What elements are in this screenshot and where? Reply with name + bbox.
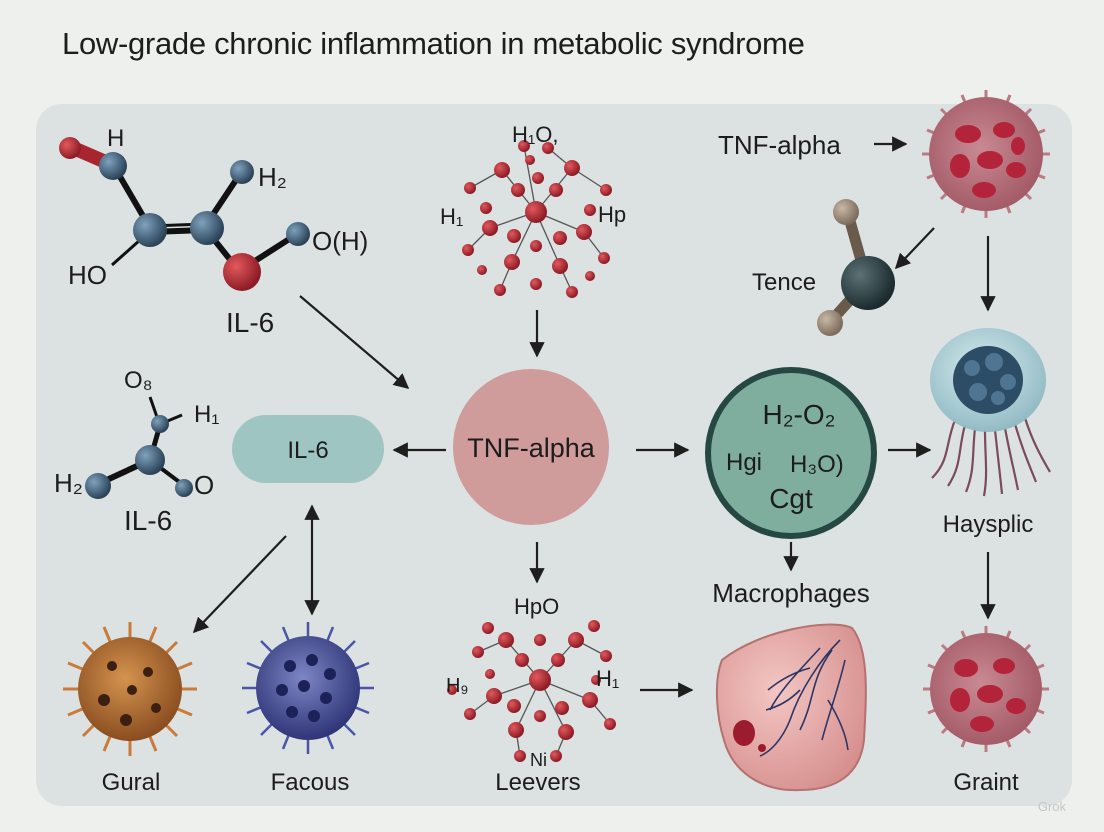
label-h1: H₁: [194, 401, 219, 428]
il6-node: [232, 415, 384, 483]
label-ni: Ni: [530, 750, 547, 770]
page-title: Low-grade chronic inflammation in metabo…: [62, 26, 805, 61]
arrow-il6-to-gural: [192, 535, 287, 634]
haysplic-cell: [930, 328, 1051, 497]
tence-molecule: [817, 199, 895, 336]
molecular-cluster-top: H₁O, H₁ Hp: [440, 122, 626, 298]
il6-molecule-mid: O₈ H₁ H₂ O IL-6: [54, 367, 219, 536]
haysplic-label: Haysplic: [943, 511, 1034, 538]
label-hp: Hp: [598, 202, 626, 227]
label-h2: H₂: [258, 162, 287, 192]
macrophages-tissue: [715, 623, 867, 792]
watermark: Grok: [1037, 799, 1066, 814]
tnf-alpha-top-label: TNF-alpha: [718, 130, 841, 160]
label-h2-mid: H₂: [54, 468, 83, 498]
label-h: H: [107, 125, 124, 152]
facous-label: Facous: [271, 769, 350, 796]
arrow-to-tence: [894, 227, 935, 270]
oxidative-line2b: H₃O): [790, 451, 844, 478]
oxidative-line3: Cgt: [769, 483, 813, 514]
gural-cell: [63, 622, 197, 756]
macrophages-label: Macrophages: [712, 578, 870, 608]
label-o8: O₈: [124, 367, 153, 394]
tnf-alpha-node: [453, 369, 609, 525]
arrows: [192, 136, 996, 698]
label-o: O: [194, 470, 214, 500]
il6-node-label: IL-6: [287, 437, 328, 464]
oxidative-line2a: Hgi: [726, 449, 762, 476]
graint-label: Graint: [953, 769, 1019, 796]
label-hpo: HpO: [514, 594, 559, 619]
molecule-name-mid: IL-6: [124, 505, 172, 536]
label-h1-bottom: H₁: [596, 666, 619, 691]
arrow-il6-to-tnf: [299, 295, 410, 389]
gural-label: Gural: [102, 769, 161, 796]
label-oh: O(H): [312, 226, 368, 256]
tence-label: Tence: [752, 269, 816, 296]
molecule-name-top: IL-6: [226, 307, 274, 338]
label-h9: H₉: [446, 675, 468, 697]
pink-cell-bottom: [923, 626, 1049, 752]
leevers-label: Leevers: [495, 769, 580, 796]
label-h1-cluster: H₁: [440, 204, 463, 229]
oxidative-line1: H₂-O₂: [762, 399, 835, 430]
label-h1o: H₁O,: [512, 122, 559, 147]
oxidative-node: H₂-O₂ Hgi H₃O) Cgt: [705, 367, 877, 539]
il6-molecule-top: H H₂ HO O(H) IL-6: [59, 125, 368, 338]
tnf-alpha-node-label: TNF-alpha: [467, 433, 596, 463]
facous-cell: [242, 622, 374, 754]
pink-cell-top: [922, 90, 1050, 218]
label-ho: HO: [68, 260, 107, 290]
molecular-cluster-bottom: HpO H₉ H₁ Ni: [446, 594, 619, 770]
